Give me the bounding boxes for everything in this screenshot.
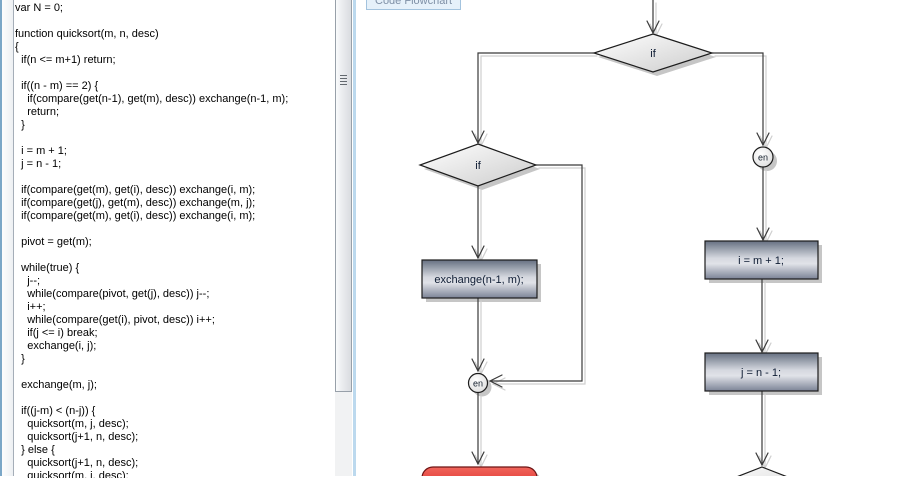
node-label: exchange(n-1, m); [434, 274, 523, 286]
flowchart-node-end-left[interactable]: en [467, 372, 489, 394]
code-text[interactable]: var N = 0; function quicksort(m, n, desc… [15, 2, 289, 478]
connectors [471, 0, 770, 466]
connector-shadows [474, 2, 773, 469]
flowchart-panel: Code Flowchart [356, 0, 907, 476]
scrollbar-track[interactable] [335, 392, 352, 476]
scrollbar-grip-icon [340, 75, 347, 86]
flowchart-node-if-top[interactable]: if [592, 33, 714, 73]
flowchart-node-red-terminal[interactable] [421, 466, 538, 476]
node-label: if [475, 160, 481, 172]
code-scrollbar-thumb[interactable] [335, 0, 352, 392]
node-label: if [650, 48, 656, 60]
code-gutter [2, 0, 14, 476]
tab-code-flowchart[interactable]: Code Flowchart [366, 0, 462, 10]
code-scrollbar[interactable] [335, 0, 352, 476]
panel-splitter[interactable] [353, 0, 356, 476]
flowchart-node-diamond-bottom[interactable] [703, 466, 821, 476]
node-label: en [758, 153, 768, 163]
flowchart-node-if-left[interactable]: if [418, 143, 538, 187]
code-editor-panel: var N = 0; function quicksort(m, n, desc… [0, 0, 356, 478]
flowchart-node-assign-i[interactable]: i = m + 1; [704, 240, 819, 280]
node-label: i = m + 1; [738, 255, 784, 267]
flowchart-node-exchange[interactable]: exchange(n-1, m); [421, 259, 538, 299]
node-label: j = n - 1; [740, 367, 781, 379]
flowchart-node-assign-j[interactable]: j = n - 1; [704, 352, 819, 392]
node-label: en [473, 379, 483, 389]
flowchart-node-end-right[interactable]: en [752, 146, 774, 168]
panel-left-accent [0, 0, 2, 476]
